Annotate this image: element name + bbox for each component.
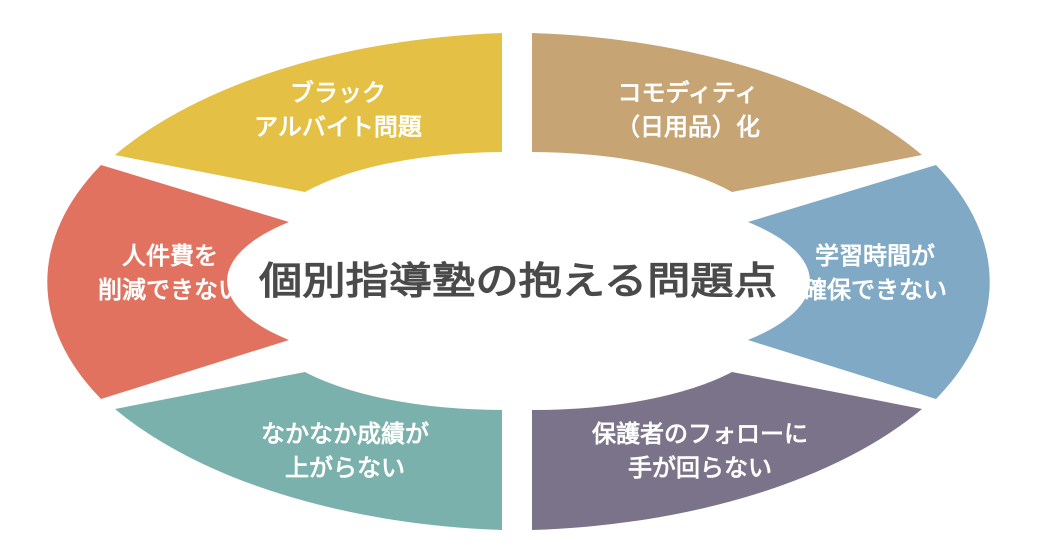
segment-study-time xyxy=(748,165,990,399)
label-parent-follow: 保護者のフォローに手が回らない xyxy=(591,420,808,482)
segment-grades xyxy=(115,372,502,530)
segment-black-part-time xyxy=(115,33,502,192)
segment-commodity xyxy=(532,33,922,192)
segment-parent-follow xyxy=(532,372,922,530)
label-grades: なかなか成績が上がらない xyxy=(261,420,429,482)
label-commodity: コモディティ（日用品）化 xyxy=(616,79,760,141)
label-black-part-time: ブラックアルバイト問題 xyxy=(254,79,423,141)
segment-labor-cost xyxy=(47,165,290,399)
diagram-title: 個別指導塾の抱える問題点 xyxy=(258,259,777,303)
label-labor-cost: 人件費を削減できない xyxy=(98,242,242,304)
label-study-time: 学習時間が確保できない xyxy=(803,242,947,304)
